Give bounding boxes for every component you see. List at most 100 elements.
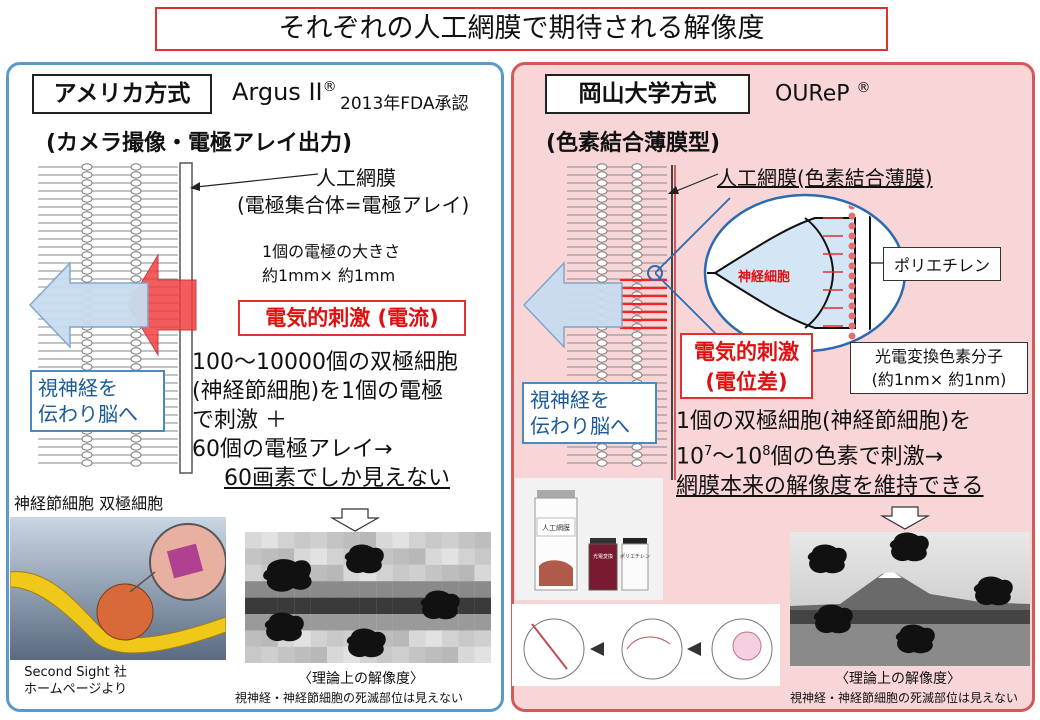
stimulus-potential-lines (620, 278, 667, 330)
page-title: それぞれの人工網膜で期待される解像度 (155, 7, 888, 51)
retina-cell (81, 179, 93, 187)
obstruction-blob (263, 559, 312, 592)
retina-cell (130, 195, 142, 203)
obstruction-blob (807, 544, 847, 574)
retina-cell (596, 227, 608, 235)
retina-cell (130, 355, 142, 363)
okayama-method-label: 岡山大学方式 (545, 74, 750, 114)
electrode-size-value: 約1mm× 約1mm (262, 266, 396, 285)
retina-cell (81, 203, 93, 211)
retina-cell (631, 443, 643, 451)
obstruction-blob (889, 532, 929, 562)
retina-cell (81, 227, 93, 235)
retina-cell (596, 259, 608, 267)
retina-cell (631, 203, 643, 211)
pixelated-resolution-image (245, 532, 491, 663)
retina-cell (81, 339, 93, 347)
retina-cell (631, 459, 643, 467)
retina-cell (130, 211, 142, 219)
retina-cell (631, 371, 643, 379)
ourep-subtitle: (色素結合薄膜型) (546, 131, 721, 156)
retina-cell (130, 251, 142, 259)
retina-cell (81, 187, 93, 195)
retina-cell (130, 227, 142, 235)
retina-cell (81, 459, 93, 467)
obstruction-blob (813, 604, 853, 634)
optic-nerve-label: 視神経を伝わり脳へ (522, 382, 657, 444)
retina-cell (81, 443, 93, 451)
obstruction-blob (264, 612, 304, 642)
magnified-view (655, 193, 907, 353)
retina-cell (130, 331, 142, 339)
retina-cell (596, 363, 608, 371)
retina-cell (130, 275, 142, 283)
electrode-array-label: (電極集合体=電極アレイ) (237, 193, 470, 217)
retina-cell (130, 435, 142, 443)
retina-cell (81, 163, 93, 171)
retina-cell (596, 339, 608, 347)
retina-cell (596, 459, 608, 467)
argus-description: 100～10000個の双極細胞 (神経節細胞)を1個の電極 で刺激 ＋ 60個の… (192, 350, 458, 491)
ourep-retina-label: 人工網膜(色素結合薄膜) (717, 166, 933, 190)
retina-cell (81, 219, 93, 227)
image-credit: Second Sight 社ホームページより (24, 665, 128, 697)
retina-cell (81, 355, 93, 363)
retina-cell (631, 243, 643, 251)
dye-film-vials-image: 人工網膜 光電変換 ポリエチレン (515, 478, 663, 600)
retina-cell (631, 227, 643, 235)
retina-cell (130, 163, 142, 171)
stimulus-current-label: 電気的刺激 (電流) (238, 300, 466, 336)
retina-cell (631, 163, 643, 171)
obstruction-blob (895, 624, 935, 654)
ourep-product-name: OUReP ® (775, 80, 871, 107)
retina-cell (130, 243, 142, 251)
retina-cell (596, 203, 608, 211)
retina-cell (596, 451, 608, 459)
resolution-caption: 〈理論上の解像度〉 (298, 671, 424, 687)
retina-cell (81, 451, 93, 459)
retina-cell (596, 331, 608, 339)
argus-implant-image (10, 517, 226, 660)
fda-approval: 2013年FDA承認 (340, 94, 469, 114)
retina-cell (631, 187, 643, 195)
retina-cell (130, 443, 142, 451)
retina-cell (81, 435, 93, 443)
retina-cell (81, 243, 93, 251)
resolution-note: 視神経・神経節細胞の死滅部位は見えない (790, 691, 1019, 705)
retina-cell (130, 235, 142, 243)
retina-cell (596, 371, 608, 379)
retina-cell (81, 235, 93, 243)
optic-nerve-arrow (522, 261, 623, 349)
retina-cell (631, 259, 643, 267)
stimulus-potential-label: 電気的刺激(電位差) (680, 333, 813, 399)
polyethylene-label: ポリエチレン (883, 247, 1002, 281)
retina-cell (631, 211, 643, 219)
retina-cell (631, 355, 643, 363)
retina-cell (596, 443, 608, 451)
retina-cell (596, 179, 608, 187)
retina-cell (130, 203, 142, 211)
retina-cell (81, 275, 93, 283)
retina-cell (130, 171, 142, 179)
argus-retina-diagram (28, 162, 197, 474)
retina-cell (596, 275, 608, 283)
retina-cell (631, 171, 643, 179)
obstruction-blob (344, 544, 384, 574)
obstruction-blob (346, 628, 386, 658)
retina-cell (596, 211, 608, 219)
retina-cell (130, 259, 142, 267)
down-arrow-icon (880, 506, 930, 530)
retina-cell (631, 331, 643, 339)
vial-label: 光電変換 (593, 553, 613, 560)
optic-nerve-arrow (28, 261, 149, 349)
retina-cell (631, 179, 643, 187)
retina-cell (81, 331, 93, 339)
retina-cell (81, 267, 93, 275)
retina-cell (596, 163, 608, 171)
retina-cell (596, 219, 608, 227)
retina-label: 人工網膜 (316, 166, 396, 190)
retina-cell (631, 235, 643, 243)
retina-cell (631, 251, 643, 259)
retina-cell (631, 347, 643, 355)
retina-cell (596, 171, 608, 179)
